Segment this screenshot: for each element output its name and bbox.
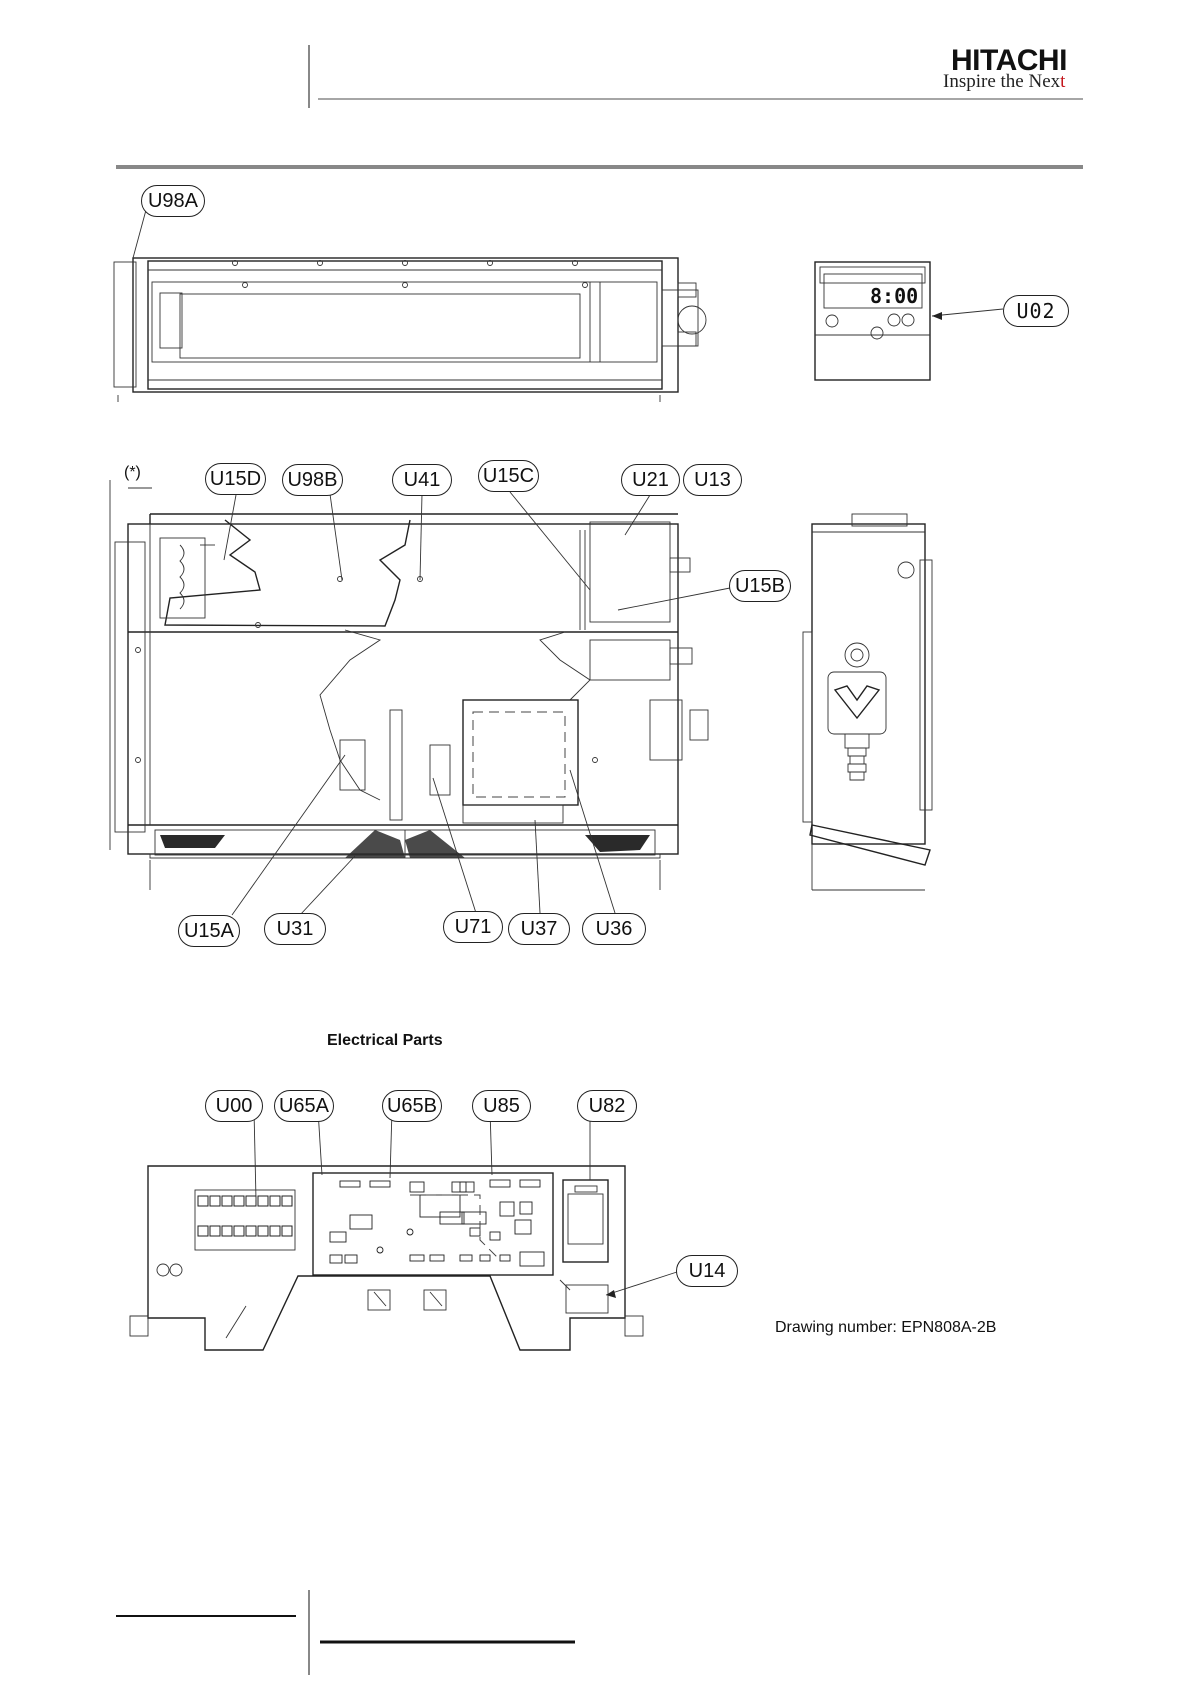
label-u98a: U98A <box>141 185 205 217</box>
label-u65a: U65A <box>274 1090 334 1122</box>
label-u82: U82 <box>577 1090 637 1122</box>
label-u13: U13 <box>683 464 742 496</box>
label-u31: U31 <box>264 913 326 945</box>
label-u71: U71 <box>443 911 503 943</box>
label-u00: U00 <box>205 1090 263 1122</box>
label-u65b: U65B <box>382 1090 442 1122</box>
label-u02: U02 <box>1003 295 1069 327</box>
remote-controller-drawing <box>815 262 1003 380</box>
electrical-box-drawing <box>130 1110 680 1350</box>
label-u85: U85 <box>472 1090 531 1122</box>
label-u15d: U15D <box>205 463 266 495</box>
unit-top-view <box>114 210 706 402</box>
label-u15a: U15A <box>178 915 240 947</box>
label-u15c: U15C <box>478 460 539 492</box>
label-u14: U14 <box>676 1255 738 1287</box>
label-u21: U21 <box>621 464 680 496</box>
label-u98b: U98B <box>282 464 343 496</box>
label-u37: U37 <box>508 913 570 945</box>
unit-main-cutaway <box>110 480 730 915</box>
label-u15b: U15B <box>729 570 791 602</box>
asterisk-note: (*) <box>124 464 141 482</box>
label-u36: U36 <box>582 913 646 945</box>
drawing-number: Drawing number: EPN808A-2B <box>775 1319 996 1337</box>
remote-display: 8:00 <box>870 284 918 308</box>
label-u41: U41 <box>392 464 452 496</box>
unit-side-view <box>803 514 932 890</box>
electrical-parts-caption: Electrical Parts <box>327 1032 443 1050</box>
